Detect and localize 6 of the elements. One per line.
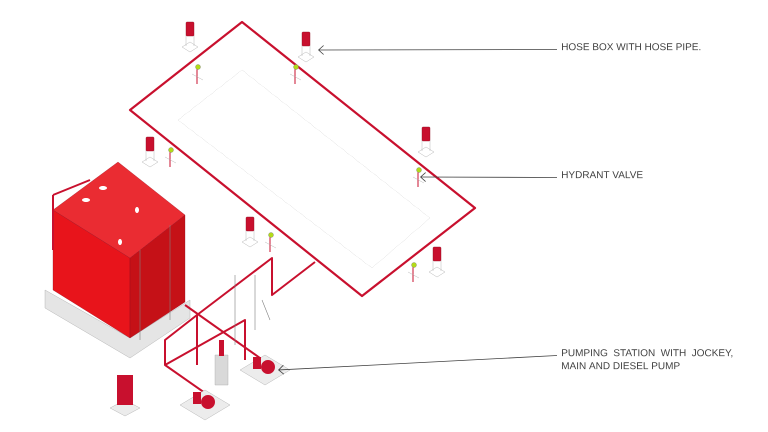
callout-text: HOSE BOX WITH HOSE PIPE.: [562, 43, 700, 50]
callout-text: HYDRANT VALVE: [562, 171, 643, 178]
leader-line: [318, 45, 558, 55]
leader-line: [420, 172, 558, 182]
callout-text: PUMPING STATION WITH JOCKEY, MAIN AND DIESEL PUMP: [562, 349, 732, 370]
leader-line: [278, 355, 558, 375]
